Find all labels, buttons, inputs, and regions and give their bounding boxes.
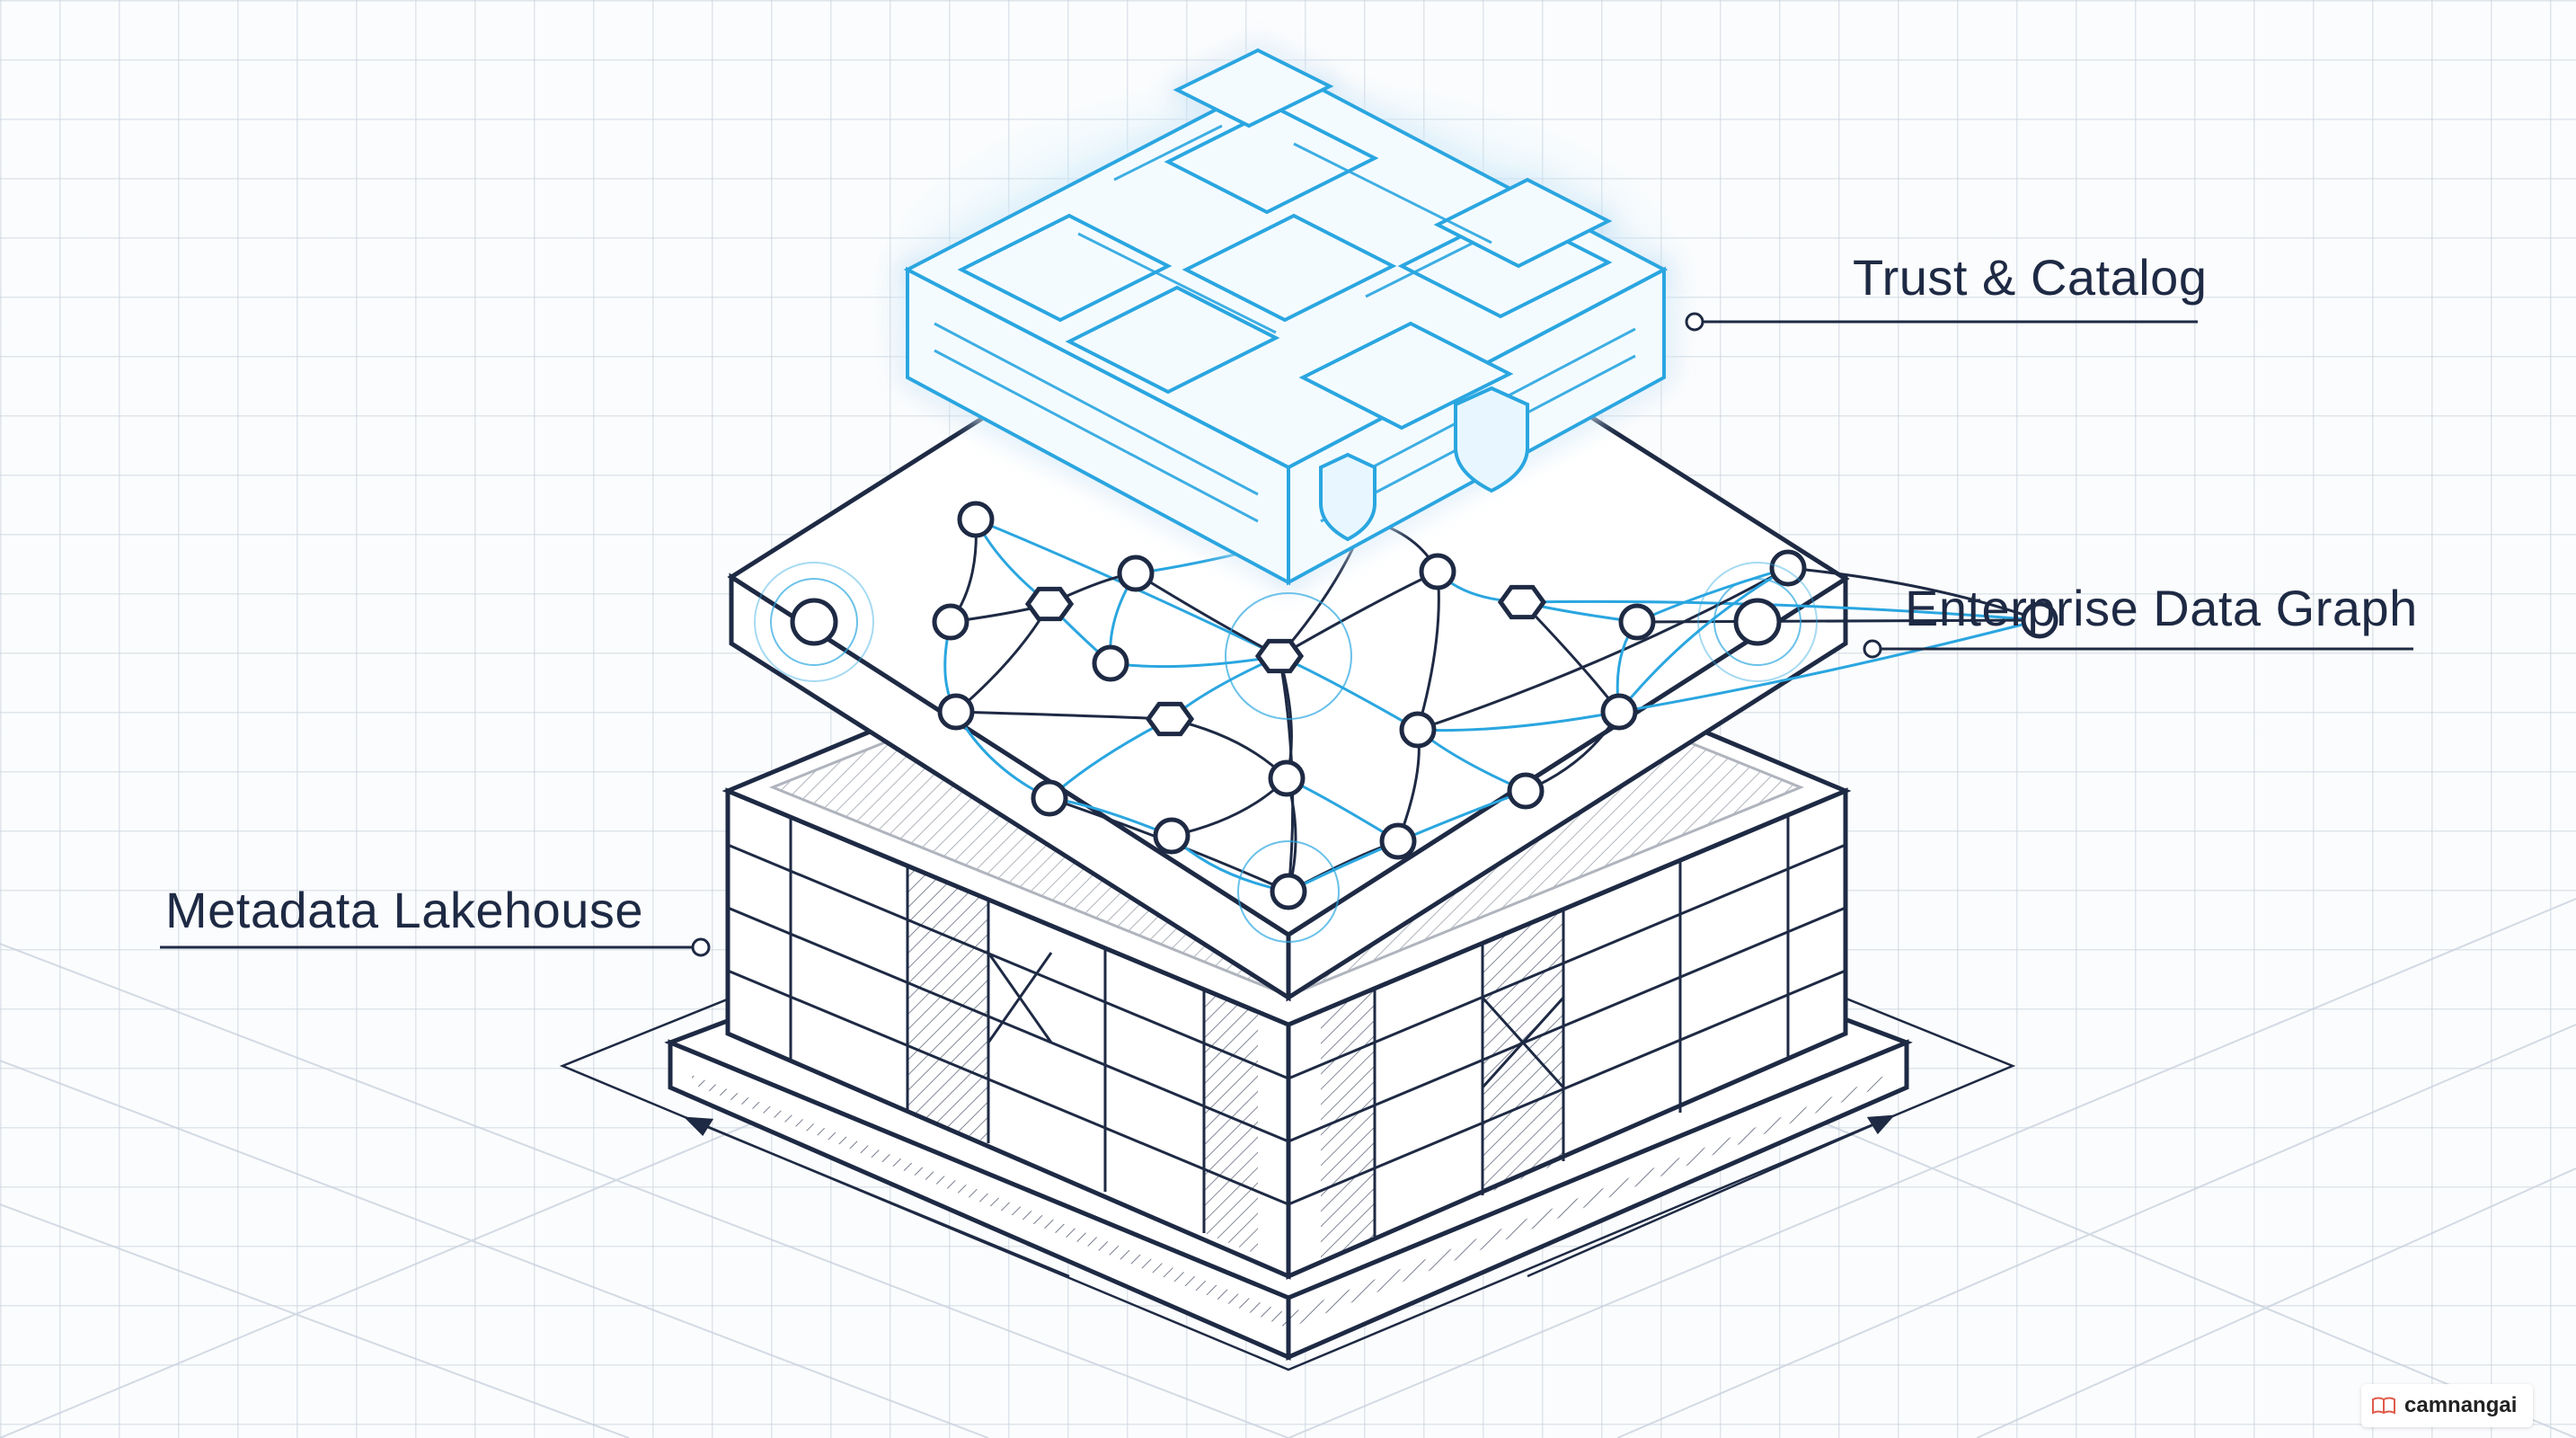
graph-edge (1417, 566, 1789, 732)
graph-node-hex (1497, 584, 1547, 620)
graph-node (2021, 601, 2058, 639)
graph-node (1379, 822, 1417, 860)
graph-node (1153, 817, 1191, 855)
graph-node (1268, 759, 1306, 797)
graph-node (932, 603, 969, 641)
graph-node (1031, 779, 1068, 817)
graph-edge (1636, 618, 2040, 624)
graph-node (1419, 553, 1456, 590)
graph-node-hex (1024, 586, 1075, 622)
graph-edge (1617, 566, 1789, 713)
graph-node-hex (1145, 701, 1195, 737)
leader-lines (160, 312, 2413, 957)
graph-node (1399, 711, 1437, 749)
graph-edge (1618, 618, 2040, 714)
watermark-text: camnangai (2404, 1393, 2518, 1417)
perspective-grid (0, 898, 2576, 1438)
graph-edge (1787, 566, 2040, 622)
dimension-arrows (683, 1114, 1895, 1278)
graph-node (957, 501, 995, 538)
label-metadata-lakehouse: Metadata Lakehouse (165, 882, 644, 938)
graph-node (1618, 603, 1656, 641)
shield-icon (1319, 386, 1529, 542)
graph-edge (1417, 710, 1620, 732)
book-icon (2372, 1397, 2395, 1415)
label-trust-catalog: Trust & Catalog (1853, 249, 2208, 306)
trust-catalog-layer (863, 48, 1707, 586)
graph-node (937, 693, 975, 731)
graph-node (1117, 555, 1155, 592)
graph-node (1270, 873, 1307, 910)
graph-node-hex (1254, 638, 1305, 674)
graph-node (1600, 693, 1638, 731)
graph-node (1507, 772, 1545, 810)
label-enterprise-data-graph: Enterprise Data Graph (1905, 580, 2418, 636)
graph-node (1769, 549, 1807, 587)
graph-node (1092, 644, 1129, 682)
watermark-badge: camnangai (2361, 1384, 2534, 1427)
ripple-rings (754, 562, 1818, 943)
